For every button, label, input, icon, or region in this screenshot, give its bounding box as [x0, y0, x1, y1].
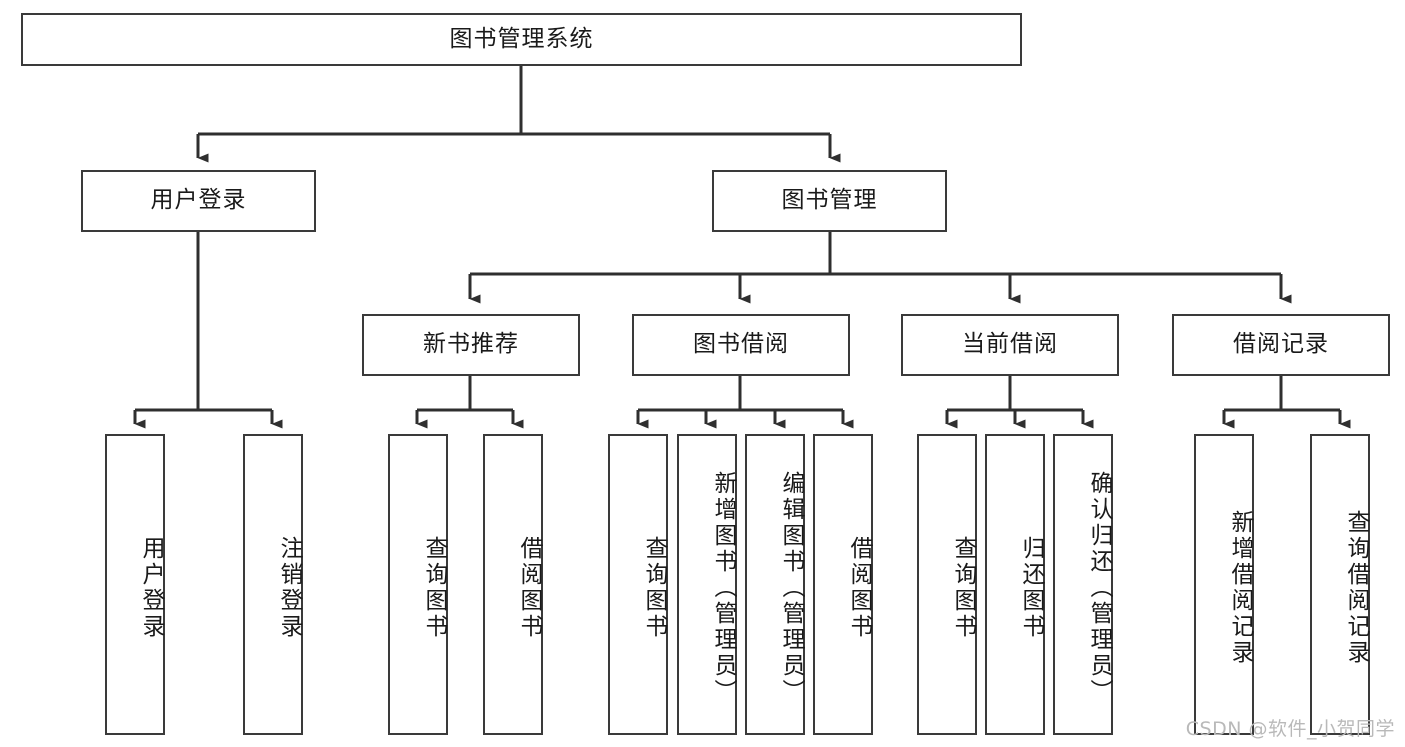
node-label: 用户登录 [150, 187, 247, 214]
node-label: 图书管理 [781, 187, 878, 214]
node-book-borrow[interactable]: 图书借阅 [632, 314, 850, 376]
connector-bookborrow-to-leaves [636, 376, 854, 429]
leaf-user-login[interactable]: 用户登录 [105, 434, 165, 735]
node-label: 查询图书 [641, 535, 667, 640]
node-label: 用户登录 [138, 535, 164, 640]
node-label: 借阅图书 [846, 535, 872, 640]
connector-currentborrow-to-leaves [945, 376, 1094, 429]
leaf-edit-book-admin[interactable]: 编辑图书（管理员） [745, 434, 805, 735]
node-current-borrow[interactable]: 当前借阅 [901, 314, 1119, 376]
leaf-logout-login[interactable]: 注销登录 [243, 434, 303, 735]
node-borrow-record[interactable]: 借阅记录 [1172, 314, 1390, 376]
node-label: 图书借阅 [693, 331, 789, 358]
node-book-management[interactable]: 图书管理 [712, 170, 947, 232]
node-label: 新增图书（管理员） [710, 470, 736, 705]
node-label: 查询借阅记录 [1343, 509, 1369, 666]
node-label: 新书推荐 [423, 331, 519, 358]
connector-newbook-to-leaves [415, 376, 524, 429]
leaf-query-borrow-record[interactable]: 查询借阅记录 [1310, 434, 1370, 735]
leaf-borrow-book-borrow[interactable]: 借阅图书 [813, 434, 873, 735]
leaf-query-book-recommend[interactable]: 查询图书 [388, 434, 448, 735]
node-label: 确认归还（管理员） [1086, 470, 1112, 705]
connector-userlogin-to-leaves [133, 232, 283, 429]
leaf-add-borrow-record[interactable]: 新增借阅记录 [1194, 434, 1254, 735]
connector-borrowrecord-to-leaves [1222, 376, 1351, 429]
connector-bookmanage-to-level2 [468, 232, 1292, 304]
leaf-borrow-book-recommend[interactable]: 借阅图书 [483, 434, 543, 735]
connector-root-to-level1 [196, 66, 841, 163]
node-label: 新增借阅记录 [1227, 509, 1253, 666]
leaf-confirm-return-admin[interactable]: 确认归还（管理员） [1053, 434, 1113, 735]
node-user-login[interactable]: 用户登录 [81, 170, 316, 232]
node-label: 借阅记录 [1233, 331, 1329, 358]
leaf-query-book-borrow[interactable]: 查询图书 [608, 434, 668, 735]
node-root-book-management-system[interactable]: 图书管理系统 [21, 13, 1022, 66]
leaf-query-book-current[interactable]: 查询图书 [917, 434, 977, 735]
node-label: 图书管理系统 [449, 25, 594, 52]
node-label: 查询图书 [421, 535, 447, 640]
node-label: 归还图书 [1018, 535, 1044, 640]
node-label: 借阅图书 [516, 535, 542, 640]
node-label: 注销登录 [276, 535, 302, 640]
node-label: 编辑图书（管理员） [778, 470, 804, 705]
node-label: 当前借阅 [962, 331, 1058, 358]
leaf-return-book[interactable]: 归还图书 [985, 434, 1045, 735]
leaf-add-book-admin[interactable]: 新增图书（管理员） [677, 434, 737, 735]
node-label: 查询图书 [950, 535, 976, 640]
node-new-book-recommend[interactable]: 新书推荐 [362, 314, 580, 376]
